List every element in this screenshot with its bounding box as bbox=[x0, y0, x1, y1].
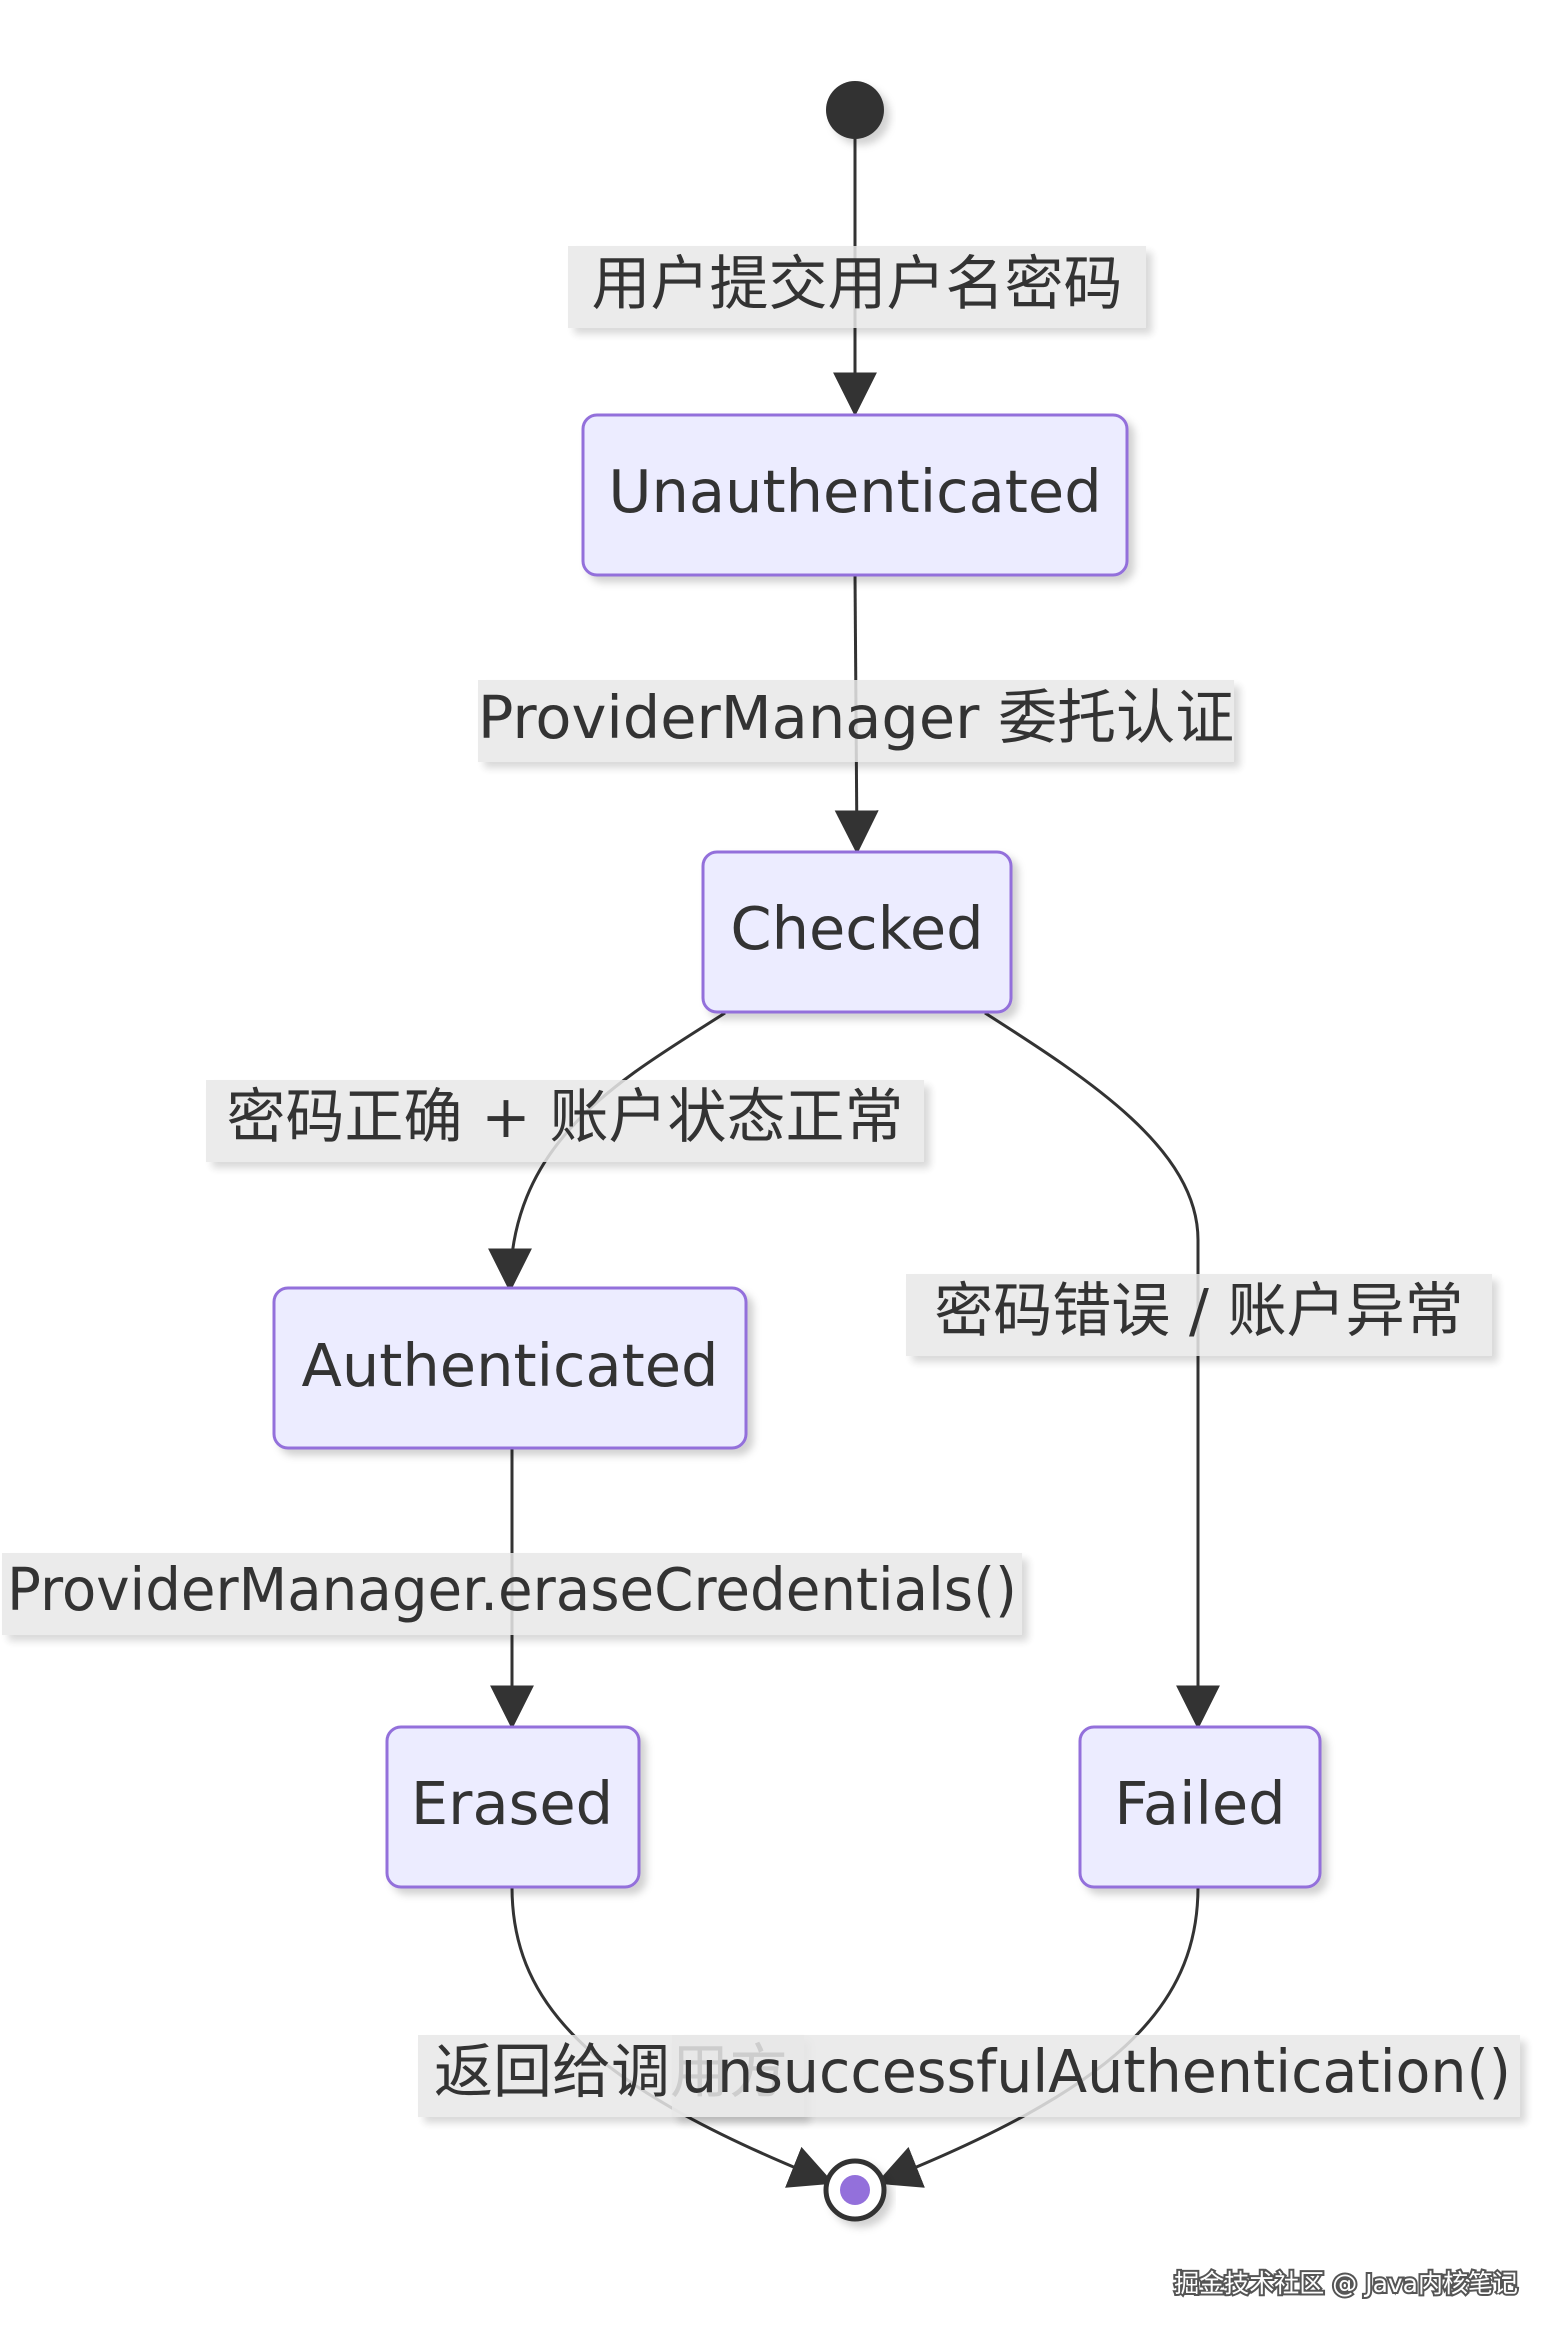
edge-label-failure-text: 密码错误 / 账户异常 bbox=[934, 1276, 1463, 1345]
state-failed: Failed bbox=[1078, 1725, 1322, 1889]
state-erased-label: Erased bbox=[411, 1769, 613, 1838]
watermark: 掘金技术社区 @ Java内核笔记 bbox=[1172, 2267, 1520, 2300]
watermark-text: 掘金技术社区 @ Java内核笔记 bbox=[1174, 2269, 1518, 2298]
state-authenticated: Authenticated bbox=[272, 1286, 748, 1450]
state-unauthenticated: Unauthenticated bbox=[581, 413, 1129, 577]
state-erased: Erased bbox=[385, 1725, 641, 1889]
edge-label-success: 密码正确 + 账户状态正常 bbox=[206, 1080, 924, 1162]
start-node bbox=[826, 81, 884, 139]
edge-label-unsuccessful-text: unsuccessfulAuthentication() bbox=[681, 2037, 1511, 2106]
state-checked-label: Checked bbox=[730, 894, 983, 963]
state-checked: Checked bbox=[701, 850, 1013, 1014]
edge-erased-to-end bbox=[510, 1886, 835, 2188]
edge-label-unsuccessful: unsuccessfulAuthentication() bbox=[672, 2035, 1520, 2117]
edge-checked-to-failed bbox=[984, 1011, 1220, 1730]
state-failed-label: Failed bbox=[1114, 1769, 1285, 1838]
edge-failed-to-end bbox=[875, 1886, 1200, 2188]
edge-label-erase: ProviderManager.eraseCredentials() bbox=[2, 1553, 1022, 1635]
state-unauthenticated-label: Unauthenticated bbox=[608, 457, 1101, 526]
edge-label-erase-text: ProviderManager.eraseCredentials() bbox=[7, 1555, 1017, 1624]
state-authenticated-label: Authenticated bbox=[302, 1331, 719, 1400]
edge-label-submit: 用户提交用户名密码 bbox=[568, 246, 1146, 328]
edge-label-submit-text: 用户提交用户名密码 bbox=[591, 249, 1122, 318]
edge-label-failure: 密码错误 / 账户异常 bbox=[906, 1274, 1492, 1356]
edge-label-delegate-text: ProviderManager 委托认证 bbox=[478, 683, 1234, 752]
edge-label-success-text: 密码正确 + 账户状态正常 bbox=[227, 1082, 904, 1151]
edge-label-delegate: ProviderManager 委托认证 bbox=[478, 680, 1234, 762]
end-node bbox=[823, 2158, 887, 2222]
